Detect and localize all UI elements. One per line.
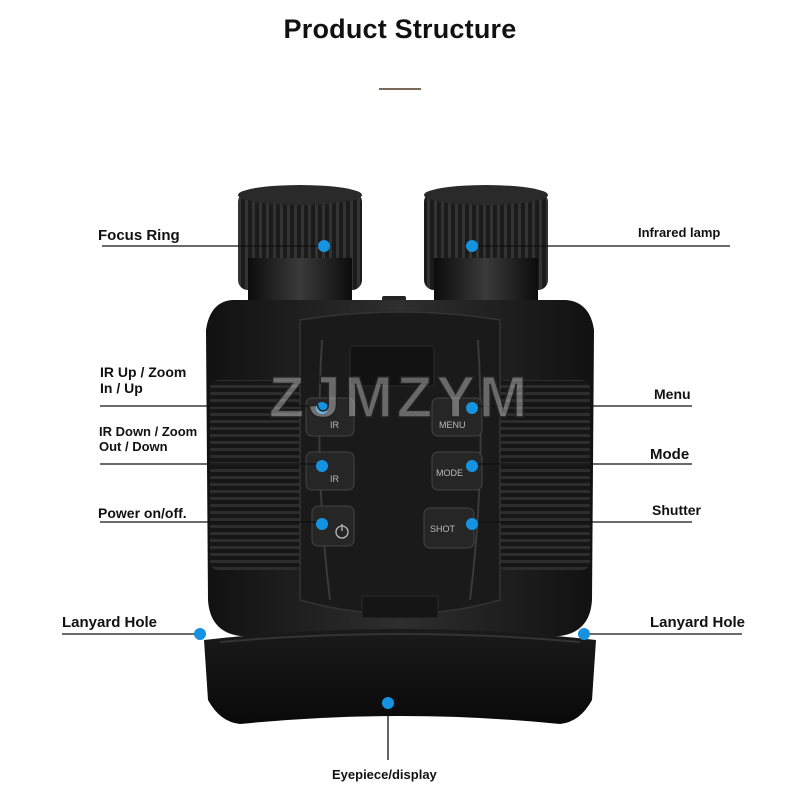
callout-lanyard-left	[194, 628, 206, 640]
label-infrared-lamp: Infrared lamp	[638, 225, 721, 240]
callout-lanyard-right	[578, 628, 590, 640]
ir-down-button-text: IR	[330, 474, 340, 484]
label-mode: Mode	[650, 446, 690, 463]
watermark: ZJMZYM	[268, 364, 532, 431]
callout-mode	[466, 460, 478, 472]
mode-button-text: MODE	[436, 468, 463, 478]
callout-menu	[466, 402, 478, 414]
label-eyepiece: Eyepiece/display	[332, 767, 437, 782]
ir-up-button-text: IR	[330, 420, 340, 430]
power-button	[311, 505, 355, 547]
label-focus-ring: Focus Ring	[98, 227, 180, 244]
callout-ir-down	[316, 460, 328, 472]
callout-shutter	[466, 518, 478, 530]
shot-button-text: SHOT	[430, 524, 456, 534]
ir-down-button: IR	[305, 451, 355, 491]
label-power: Power on/off.	[98, 505, 187, 521]
label-ir-down-zoom: IR Down / Zoom Out / Down	[99, 424, 198, 454]
callout-ir-up	[316, 402, 328, 414]
label-ir-up-zoom: IR Up / Zoom In / Up	[100, 364, 187, 396]
label-lanyard-right: Lanyard Hole	[650, 614, 746, 631]
callout-eyepiece	[382, 697, 394, 709]
page-title: Product Structure	[283, 14, 517, 44]
label-lanyard-left: Lanyard Hole	[62, 614, 158, 631]
callout-focus-ring	[318, 240, 330, 252]
shot-button: SHOT	[423, 507, 475, 549]
menu-button-text: MENU	[439, 420, 466, 430]
label-menu: Menu	[654, 386, 691, 402]
callout-infrared-lamp	[466, 240, 478, 252]
left-focus-ring	[238, 185, 362, 304]
right-infrared-lamp	[424, 185, 548, 304]
title-underline	[379, 88, 421, 90]
callout-power	[316, 518, 328, 530]
label-shutter: Shutter	[652, 502, 701, 518]
